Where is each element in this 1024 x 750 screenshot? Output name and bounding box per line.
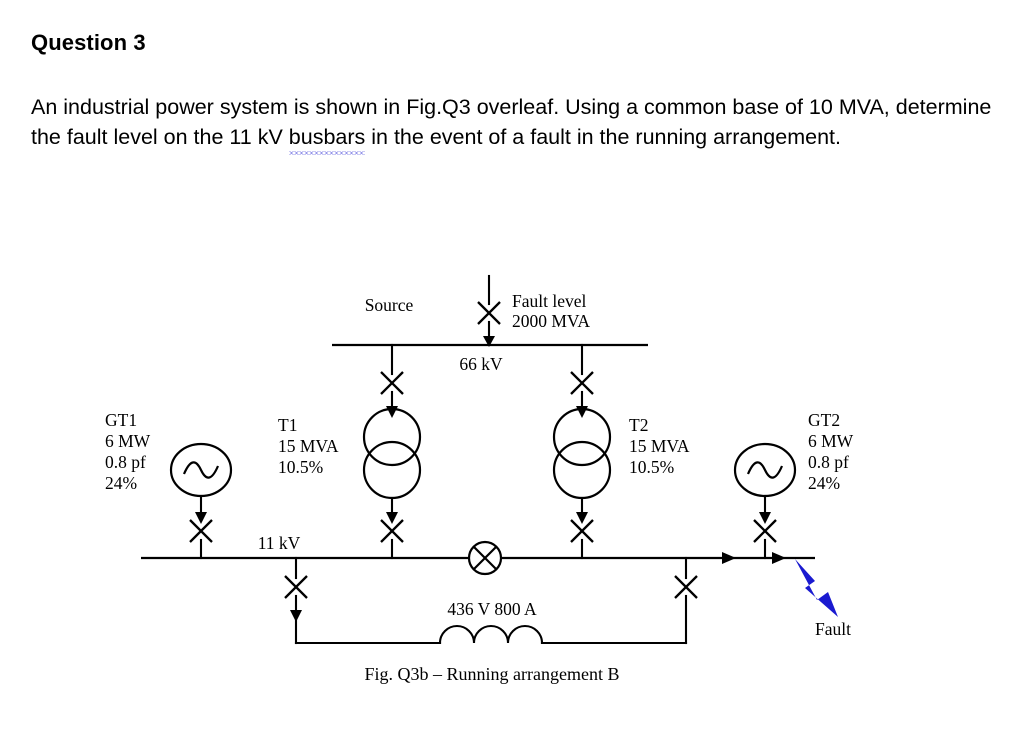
page-title: Question 3 — [31, 30, 146, 55]
reactor-left-arrow-head — [290, 610, 302, 622]
generator-GT1-reactance: 24% — [105, 473, 137, 493]
bus-flow-arrow-left — [722, 552, 736, 564]
transformer-T2-rating: 15 MVA — [629, 436, 690, 456]
reactor-branch — [284, 556, 698, 645]
gt1-arrow-head — [195, 512, 207, 524]
generator-GT1-name: GT1 — [105, 410, 137, 430]
t1-hv-arrow-head — [386, 406, 398, 418]
transformer-T2-symbol — [552, 407, 612, 500]
transformer-T1-symbol — [362, 407, 422, 500]
transformer-T1-rating: 15 MVA — [278, 436, 339, 456]
transformer-T1-impedance: 10.5% — [278, 457, 323, 477]
generator-GT1-symbol — [169, 442, 233, 498]
reactor-coil-symbol — [438, 624, 544, 645]
source-arrow-head — [483, 336, 495, 347]
generator-GT2-power-factor: 0.8 pf — [808, 452, 849, 472]
fault-level-label-line2: 2000 MVA — [512, 311, 590, 331]
reactor-label: 436 V 800 A — [447, 599, 537, 619]
generator-GT2-branch — [733, 442, 797, 560]
generator-GT2-symbol — [733, 442, 797, 498]
transformer-T2-branch — [552, 343, 612, 560]
transformer-T2-impedance: 10.5% — [629, 457, 674, 477]
source-label: Source — [365, 295, 414, 315]
question-text-lead: An industrial power system is shown in F… — [31, 95, 992, 149]
generator-GT2-name: GT2 — [808, 410, 840, 430]
question-body: An industrial power system is shown in F… — [31, 92, 1021, 155]
lightning-bolt-icon — [795, 559, 838, 617]
transformer-T1-branch — [362, 343, 422, 560]
circuit-breaker-t2-lv — [570, 519, 594, 543]
busbar-11kv-label: 11 kV — [258, 533, 301, 553]
generator-GT2-rating: 6 MW — [808, 431, 854, 451]
fault-level-label-line1: Fault level — [512, 291, 586, 311]
source-feeder — [477, 274, 501, 347]
gt2-arrow-head — [759, 512, 771, 524]
circuit-breaker-t1-lv — [380, 519, 404, 543]
power-system-diagram: Source Fault level 2000 MVA 66 kV — [0, 248, 1024, 708]
transformer-T1-name: T1 — [278, 415, 297, 435]
t2-lv-arrow-head — [576, 512, 588, 524]
circuit-breaker-source — [477, 301, 501, 325]
question-text-tail: in the event of a fault in the running a… — [365, 125, 841, 149]
transformer-T2-name: T2 — [629, 415, 648, 435]
spellcheck-word-busbars: busbars — [288, 122, 365, 155]
busbar-66kv-label: 66 kV — [459, 354, 503, 374]
bus-flow-arrow-right — [772, 552, 786, 564]
t2-hv-arrow-head — [576, 406, 588, 418]
circuit-breaker-reactor-left — [284, 575, 308, 599]
bus-coupler-symbol — [467, 540, 503, 576]
circuit-breaker-reactor-right — [674, 575, 698, 599]
fault-marker — [795, 559, 838, 617]
figure-caption: Fig. Q3b – Running arrangement B — [365, 664, 620, 684]
generator-GT1-branch — [169, 442, 233, 560]
fault-label: Fault — [815, 619, 851, 639]
circuit-breaker-t1-hv — [380, 371, 404, 395]
t1-lv-arrow-head — [386, 512, 398, 524]
generator-GT1-power-factor: 0.8 pf — [105, 452, 146, 472]
sine-wave-icon — [746, 461, 784, 479]
generator-GT1-rating: 6 MW — [105, 431, 151, 451]
generator-GT2-reactance: 24% — [808, 473, 840, 493]
circuit-breaker-gt2 — [753, 519, 777, 543]
circuit-breaker-t2-hv — [570, 371, 594, 395]
circuit-breaker-gt1 — [189, 519, 213, 543]
sine-wave-icon — [182, 461, 220, 479]
